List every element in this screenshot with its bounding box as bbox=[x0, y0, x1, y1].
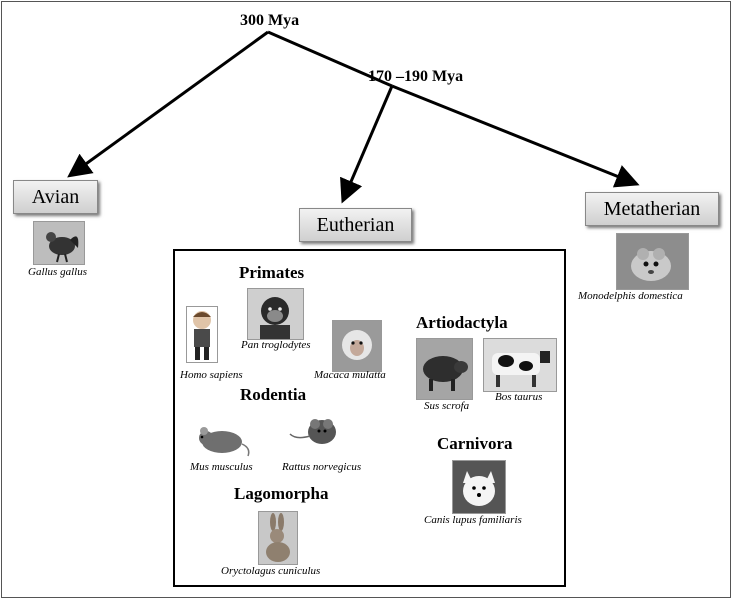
pig-photo bbox=[416, 338, 473, 400]
arrow-root-to-split bbox=[267, 30, 393, 88]
species-pan: Pan troglodytes bbox=[241, 339, 311, 351]
split-time-label: 170 –190 Mya bbox=[368, 68, 464, 85]
rabbit-photo bbox=[258, 511, 298, 565]
rooster-photo bbox=[33, 221, 85, 265]
opossum-photo bbox=[616, 233, 689, 290]
species-sus: Sus scrofa bbox=[424, 400, 470, 412]
species-oryctolagus: Oryctolagus cuniculus bbox=[221, 565, 321, 577]
chimpanzee-photo bbox=[247, 288, 304, 340]
mouse-photo bbox=[188, 418, 253, 458]
species-homo: Homo sapiens bbox=[180, 369, 243, 381]
order-lagomorpha: Lagomorpha bbox=[234, 484, 329, 503]
species-bos: Bos taurus bbox=[495, 391, 543, 403]
dog-photo bbox=[452, 460, 506, 514]
macaque-photo bbox=[332, 320, 382, 372]
species-rattus: Rattus norvegicus bbox=[282, 461, 362, 473]
eutherian-node[interactable]: Eutherian bbox=[299, 208, 412, 242]
human-cartoon bbox=[186, 306, 218, 363]
order-rodentia: Rodentia bbox=[240, 385, 307, 404]
species-monodelphis: Monodelphis domestica bbox=[578, 290, 683, 302]
species-gallus: Gallus gallus bbox=[28, 266, 87, 278]
species-macaca: Macaca mulatta bbox=[314, 369, 386, 381]
cow-photo bbox=[483, 338, 557, 392]
root-time-label: 300 Mya bbox=[240, 12, 300, 29]
arrow-to-metatherian bbox=[391, 84, 640, 188]
avian-node[interactable]: Avian bbox=[13, 180, 98, 214]
rat-photo bbox=[288, 410, 348, 450]
metatherian-node[interactable]: Metatherian bbox=[585, 192, 719, 226]
eutherian-panel bbox=[173, 249, 566, 587]
order-artiodactyla: Artiodactyla bbox=[416, 313, 508, 332]
species-mus: Mus musculus bbox=[190, 461, 253, 473]
order-primates: Primates bbox=[239, 263, 305, 282]
arrow-to-avian bbox=[67, 30, 269, 178]
species-canis: Canis lupus familiaris bbox=[424, 514, 522, 526]
order-carnivora: Carnivora bbox=[437, 434, 513, 453]
arrow-to-eutherian bbox=[340, 85, 394, 204]
